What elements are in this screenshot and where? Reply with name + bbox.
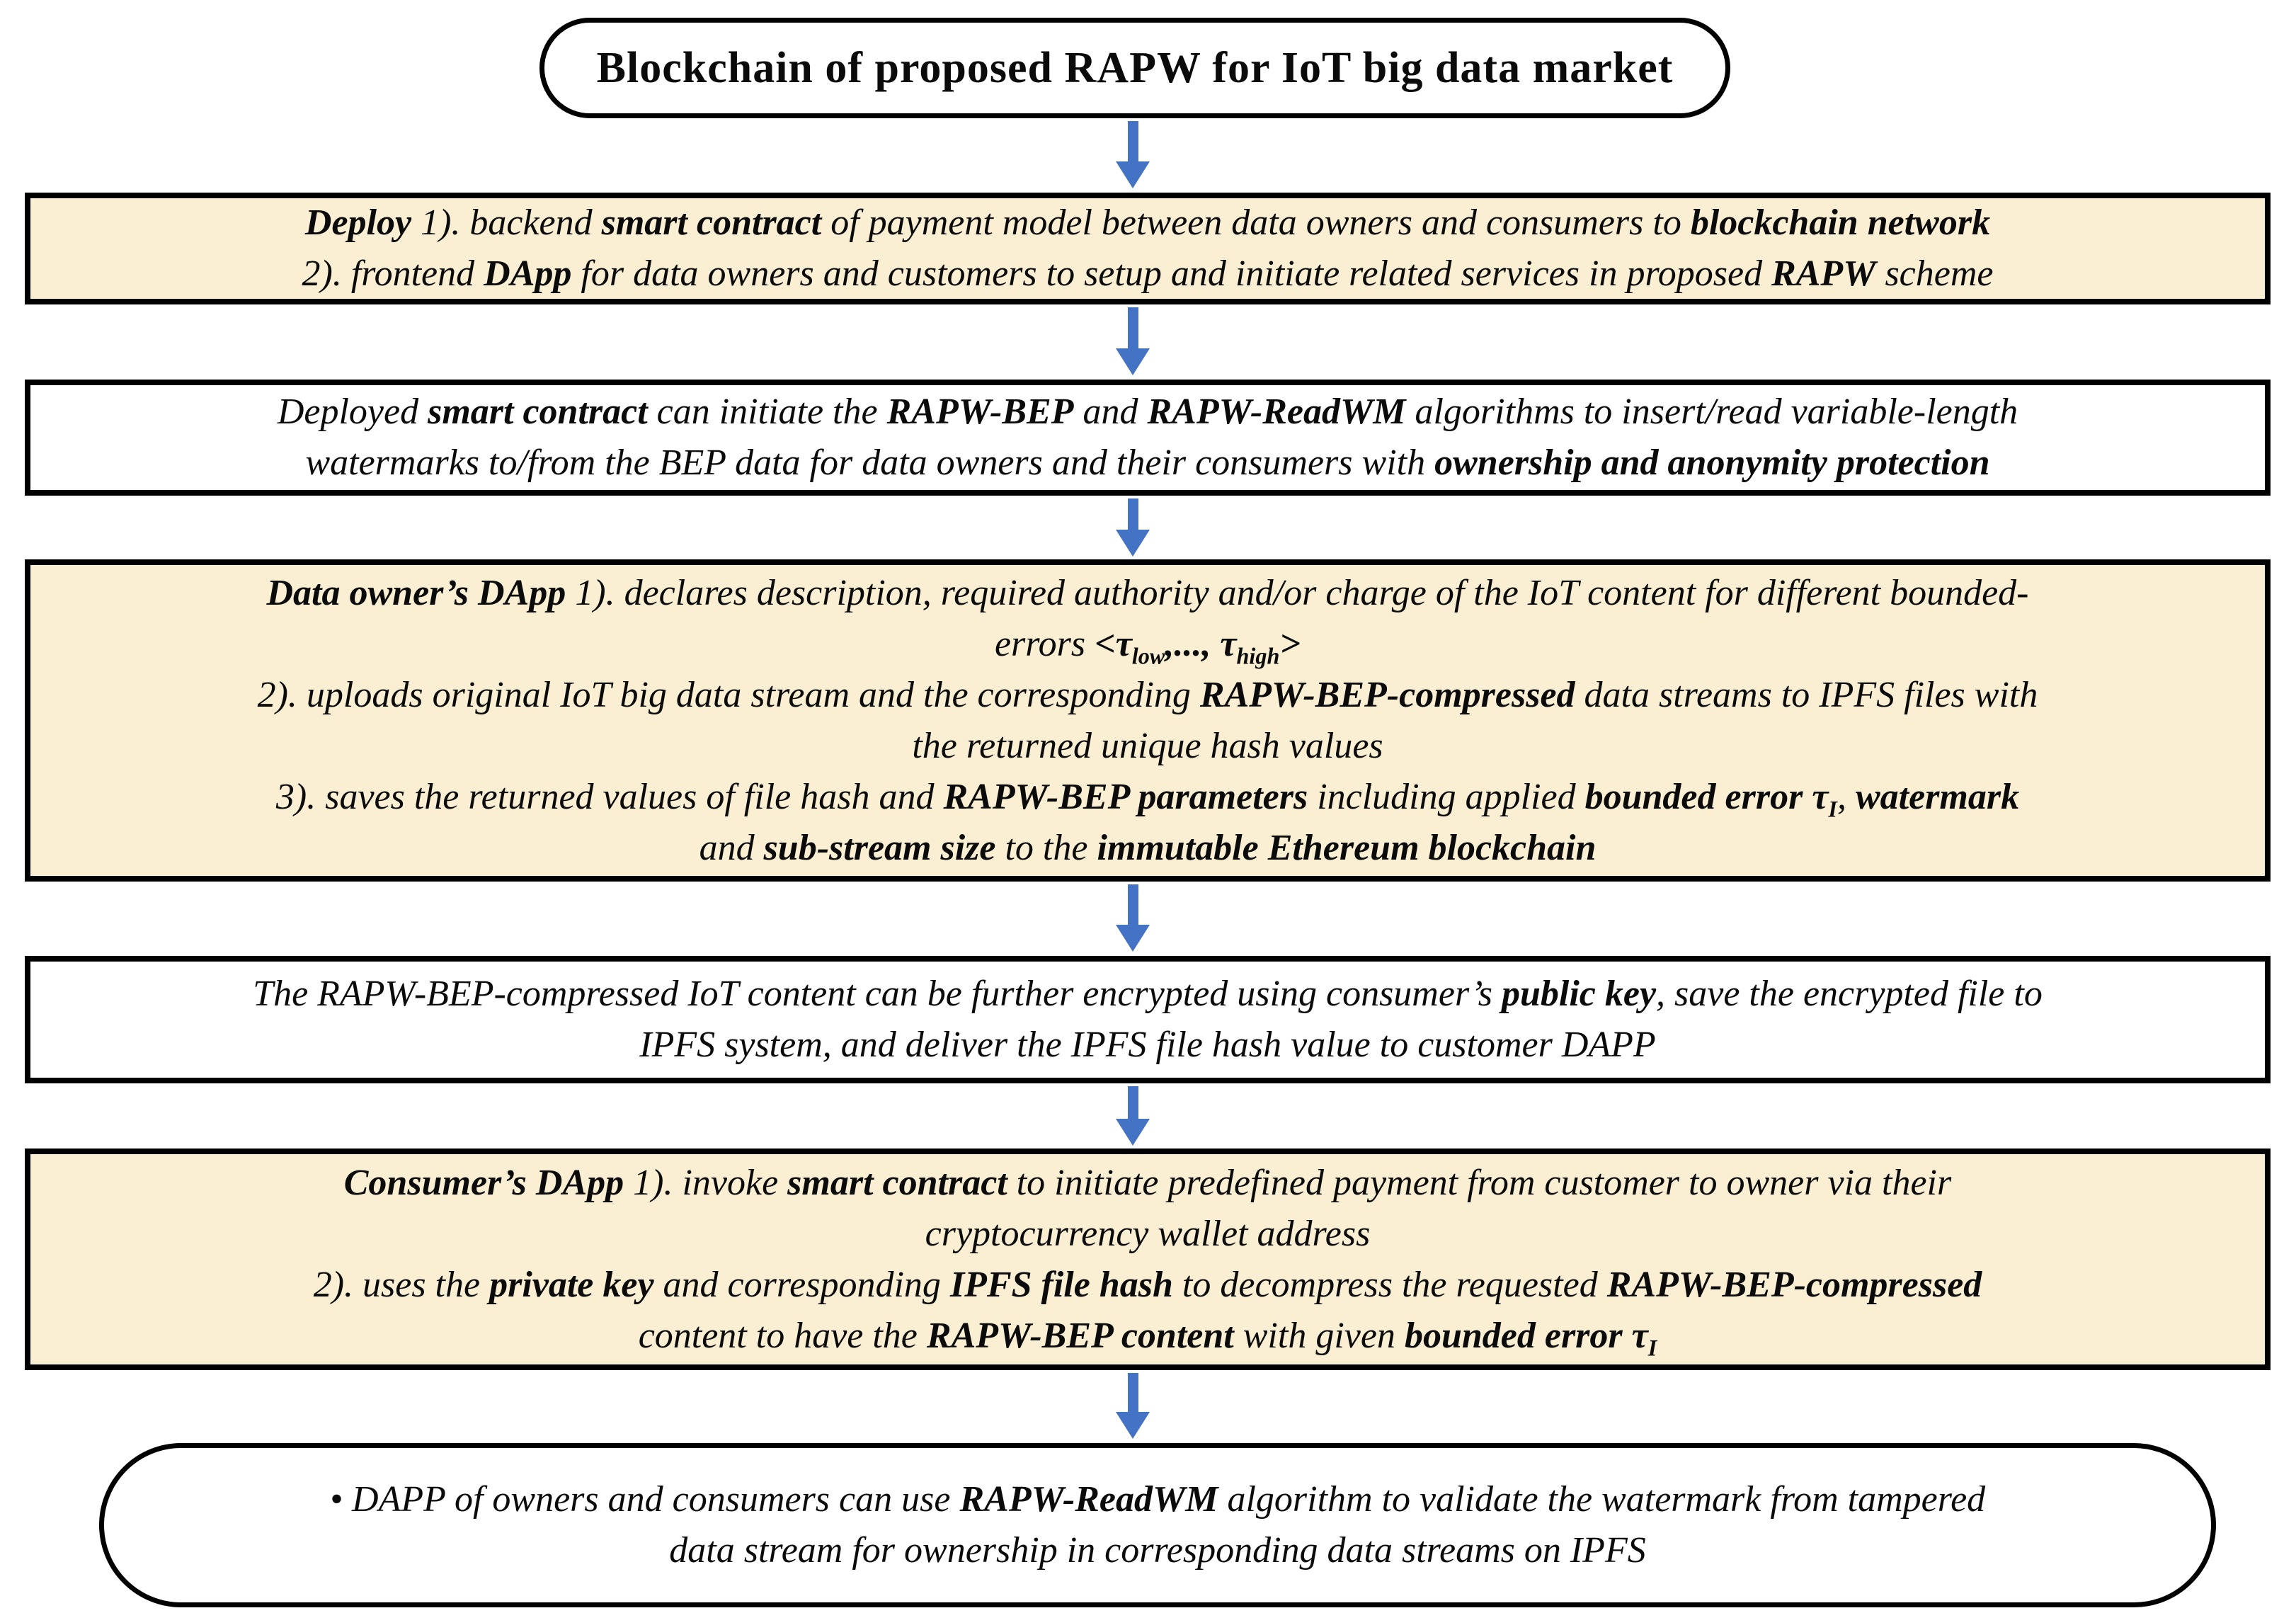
text-line: watermarks to/from the BEP data for data…: [305, 443, 1990, 483]
flow-arrow-down-1: [1116, 121, 1150, 188]
arrow-head-icon: [1116, 1119, 1150, 1146]
flow-arrow-down-4: [1116, 884, 1150, 952]
arrow-shaft: [1127, 884, 1138, 925]
arrow-head-icon: [1116, 1412, 1150, 1439]
text-line: the returned unique hash values: [912, 725, 1383, 766]
text-line: errors <τlow,..., τhigh>: [994, 623, 1301, 668]
text-line: Blockchain of proposed RAPW for IoT big …: [596, 44, 1674, 92]
arrow-head-icon: [1116, 348, 1150, 375]
text-line: Data owner’s DApp 1). declares descripti…: [266, 572, 2029, 613]
arrow-shaft: [1127, 498, 1138, 530]
arrow-shaft: [1127, 1086, 1138, 1119]
text-line: Consumer’s DApp 1). invoke smart contrac…: [343, 1162, 1952, 1203]
text-line: IPFS system, and deliver the IPFS file h…: [639, 1025, 1656, 1065]
node-blockchain-title: Blockchain of proposed RAPW for IoT big …: [539, 18, 1730, 118]
text-line: data stream for ownership in correspondi…: [669, 1530, 1646, 1571]
node-data-owner-dapp-step: Data owner’s DApp 1). declares descripti…: [25, 559, 2271, 882]
arrow-head-icon: [1116, 530, 1150, 557]
node-encrypt-deliver-step: The RAPW-BEP-compressed IoT content can …: [25, 956, 2271, 1083]
node-validate-watermark-step: • DAPP of owners and consumers can use R…: [99, 1443, 2216, 1607]
text-line: cryptocurrency wallet address: [925, 1213, 1371, 1254]
node-smart-contract-step: Deployed smart contract can initiate the…: [25, 380, 2271, 496]
text-line: The RAPW-BEP-compressed IoT content can …: [253, 974, 2043, 1014]
arrow-head-icon: [1116, 161, 1150, 188]
text-line: 2). uploads original IoT big data stream…: [257, 674, 2038, 715]
flow-arrow-down-3: [1116, 498, 1150, 557]
arrow-shaft: [1127, 121, 1138, 161]
text-line: • DAPP of owners and consumers can use R…: [329, 1479, 1986, 1520]
arrow-shaft: [1127, 307, 1138, 348]
flow-arrow-down-2: [1116, 307, 1150, 375]
text-line: and sub-stream size to the immutable Eth…: [699, 827, 1597, 868]
node-consumer-dapp-step: Consumer’s DApp 1). invoke smart contrac…: [25, 1149, 2271, 1370]
text-line: Deployed smart contract can initiate the…: [277, 392, 2018, 432]
text-line: 2). uses the private key and correspondi…: [313, 1264, 1982, 1305]
arrow-head-icon: [1116, 925, 1150, 952]
flow-arrow-down-5: [1116, 1086, 1150, 1146]
arrow-shaft: [1127, 1373, 1138, 1412]
text-line: Deploy 1). backend smart contract of pay…: [304, 203, 1991, 243]
text-line: content to have the RAPW-BEP content wit…: [638, 1315, 1657, 1360]
text-line: 3). saves the returned values of file ha…: [275, 776, 2020, 821]
text-line: 2). frontend DApp for data owners and cu…: [302, 253, 1994, 294]
node-deploy-step: Deploy 1). backend smart contract of pay…: [25, 193, 2271, 304]
flow-arrow-down-6: [1116, 1373, 1150, 1439]
